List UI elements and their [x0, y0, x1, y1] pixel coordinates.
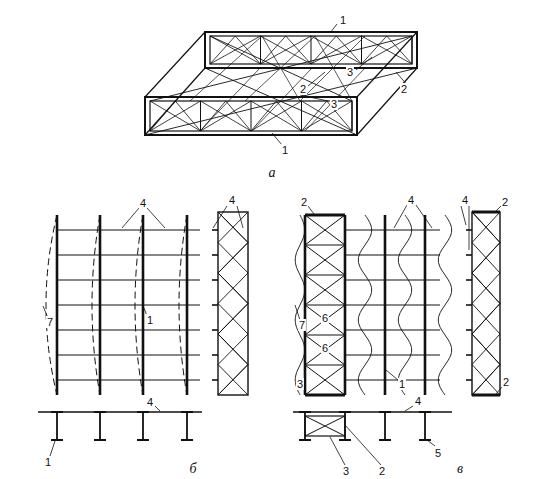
callout-number: 1	[398, 378, 406, 390]
view-a	[145, 32, 417, 135]
callout-number: 3	[296, 378, 304, 390]
callout-number: 2	[400, 83, 408, 95]
buckling-wave	[358, 215, 371, 395]
stringer-tick	[466, 304, 472, 306]
stringer-tick	[212, 329, 218, 331]
callout-number: 1	[339, 14, 347, 26]
cross-beam	[345, 305, 440, 306]
cross-beam	[57, 230, 200, 231]
stringer-tick	[466, 279, 472, 281]
i-beam	[379, 412, 391, 440]
cross-beam	[57, 305, 200, 306]
i-beam	[181, 412, 193, 440]
truss-diagonal	[261, 36, 312, 64]
bracing-panel	[305, 245, 345, 275]
view-letter: а	[268, 165, 277, 180]
cross-beam	[345, 230, 440, 231]
callout-number: 3	[342, 465, 350, 477]
cross-beam	[345, 355, 440, 356]
callout-number: 2	[378, 465, 386, 477]
stringer-tick	[212, 304, 218, 306]
truss-post	[352, 101, 353, 131]
leader-lines	[43, 24, 502, 465]
cross-beam	[57, 280, 200, 281]
callout-number: 4	[146, 396, 154, 408]
truss-post	[412, 36, 413, 64]
callout-number: 2	[299, 83, 307, 95]
callout-number: 4	[407, 194, 415, 206]
stringer-tick	[212, 254, 218, 256]
callout-number: 7	[46, 316, 54, 328]
stringer-tick	[466, 254, 472, 256]
truss-post	[361, 36, 362, 64]
cross-beam	[57, 330, 200, 331]
buckling-wave	[398, 215, 411, 395]
truss-post	[260, 36, 261, 64]
truss-diagonal	[302, 101, 353, 131]
callout-number: 6	[321, 312, 329, 324]
callout-number: 4	[461, 194, 469, 206]
bracing-panel	[305, 365, 345, 395]
cross-beam	[345, 380, 440, 381]
view-b	[38, 212, 248, 412]
callout-number: 4	[228, 194, 236, 206]
stringer-tick	[466, 354, 472, 356]
truss-post	[301, 101, 302, 131]
truss-diagonal	[311, 36, 362, 64]
truss-post	[251, 101, 252, 131]
stringer-tick	[212, 354, 218, 356]
truss-diagonal	[210, 36, 261, 64]
callout-number: 1	[44, 456, 52, 468]
i-beam	[51, 412, 63, 440]
cross-beam	[57, 355, 200, 356]
callout-number: 4	[139, 197, 147, 209]
i-beam	[94, 412, 106, 440]
stringer-tick	[466, 379, 472, 381]
cross-beam	[57, 255, 200, 256]
cross-beam	[345, 280, 440, 281]
truss-diagonal	[251, 101, 302, 131]
i-beam	[299, 412, 311, 440]
callout-number: 3	[330, 98, 338, 110]
bracing-panel	[305, 215, 345, 245]
cross-beam	[345, 330, 440, 331]
stringer-tick	[212, 379, 218, 381]
cross-beam	[57, 380, 200, 381]
view-letter: б	[188, 461, 197, 476]
buckling-wave	[295, 215, 305, 395]
callout-number: 7	[298, 319, 306, 331]
callout-number: 2	[502, 376, 510, 388]
truss-diagonal	[201, 101, 252, 131]
callout-number: 6	[321, 342, 329, 354]
bracing-elevation	[218, 212, 248, 395]
bracing-panel	[305, 275, 345, 305]
truss-post	[200, 101, 201, 131]
callout-number: 4	[414, 395, 422, 407]
bracing-elevation	[472, 212, 500, 395]
bracing-panel	[305, 335, 345, 365]
callout-number: 2	[300, 196, 308, 208]
callout-number: 5	[434, 447, 442, 459]
buckling-wave	[438, 215, 451, 395]
stringer-tick	[466, 329, 472, 331]
callout-number: 2	[501, 196, 509, 208]
stringer-tick	[212, 279, 218, 281]
i-beam	[339, 412, 351, 440]
callout-number: 1	[281, 144, 289, 156]
i-beam	[137, 412, 149, 440]
i-beam	[419, 412, 431, 440]
view-letter: в	[456, 461, 464, 476]
callout-number: 1	[146, 314, 154, 326]
callout-number: 3	[346, 66, 354, 78]
stringer-tick	[212, 229, 218, 231]
truss-post	[311, 36, 312, 64]
truss-diagonal	[150, 101, 201, 131]
bracing-panel	[305, 305, 345, 335]
